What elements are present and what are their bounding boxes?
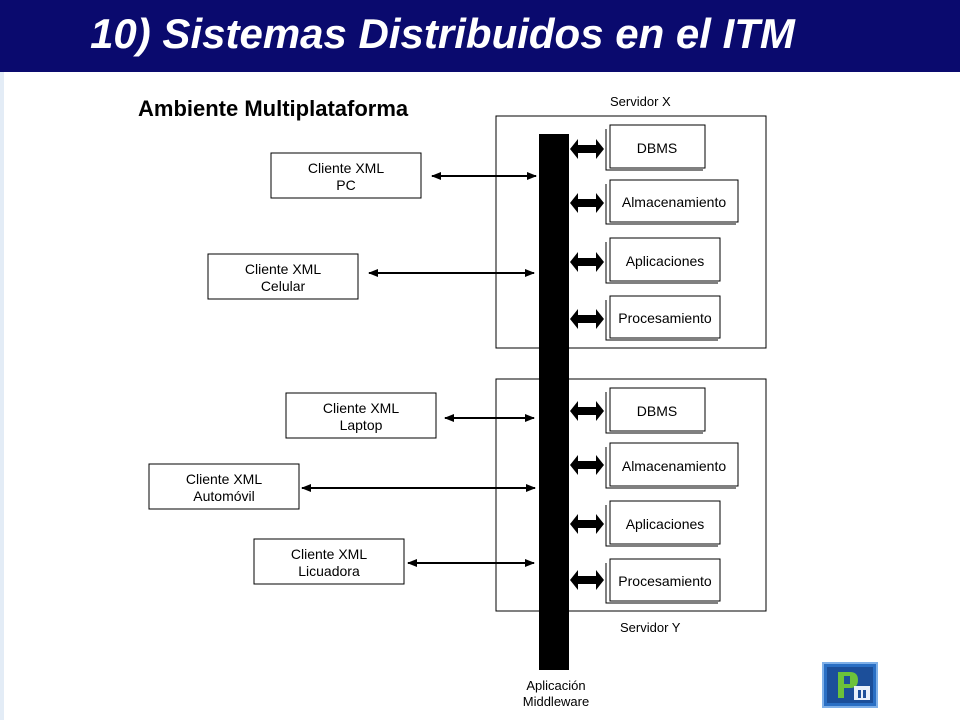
service-label: Aplicaciones <box>626 253 705 269</box>
middleware-bar <box>539 134 569 670</box>
server-x-service-almacenamiento: Almacenamiento <box>605 179 739 225</box>
server-y-label: Servidor Y <box>620 620 681 635</box>
service-label: Almacenamiento <box>622 194 726 210</box>
client-pc: Cliente XML PC <box>270 152 422 199</box>
server-y-service-aplicaciones: Aplicaciones <box>605 500 721 547</box>
client-label-line2: Celular <box>261 278 306 294</box>
server-x-service-dbms: DBMS <box>605 124 706 171</box>
page-title: 10) Sistemas Distribuidos en el ITM <box>90 10 795 57</box>
logo-mark-icon <box>824 664 876 706</box>
client-licuadora: Cliente XML Licuadora <box>253 538 405 585</box>
diagram-heading: Ambiente Multiplataforma <box>138 96 409 121</box>
middleware-label-line2: Middleware <box>523 694 589 709</box>
service-label: Procesamiento <box>618 573 712 589</box>
client-connectors <box>301 172 537 567</box>
client-label-line1: Cliente XML <box>308 160 384 176</box>
server-y-service-procesamiento: Procesamiento <box>605 558 721 604</box>
client-label-line2: Laptop <box>340 417 383 433</box>
slide-edge <box>0 72 4 720</box>
client-laptop: Cliente XML Laptop <box>285 392 437 439</box>
institution-logo <box>822 662 878 708</box>
service-connectors <box>570 139 604 590</box>
client-automovil: Cliente XML Automóvil <box>148 463 300 510</box>
server-x-service-procesamiento: Procesamiento <box>605 295 721 341</box>
client-label-line2: Automóvil <box>193 488 254 504</box>
client-label-line1: Cliente XML <box>245 261 321 277</box>
service-label: Almacenamiento <box>622 458 726 474</box>
server-x-label: Servidor X <box>610 94 671 109</box>
server-y-service-dbms: DBMS <box>605 387 706 434</box>
server-x-frame <box>495 115 767 349</box>
service-label: Aplicaciones <box>626 516 705 532</box>
client-label-line1: Cliente XML <box>291 546 367 562</box>
server-y-frame <box>495 378 767 612</box>
middleware-label-line1: Aplicación <box>526 678 585 693</box>
client-celular: Cliente XML Celular <box>207 253 359 300</box>
server-x-service-aplicaciones: Aplicaciones <box>605 237 721 284</box>
client-label-line2: Licuadora <box>298 563 360 579</box>
service-label: DBMS <box>637 403 677 419</box>
service-label: DBMS <box>637 140 677 156</box>
client-label-line1: Cliente XML <box>323 400 399 416</box>
server-y-service-almacenamiento: Almacenamiento <box>605 442 739 489</box>
service-label: Procesamiento <box>618 310 712 326</box>
client-label-line2: PC <box>336 177 355 193</box>
client-label-line1: Cliente XML <box>186 471 262 487</box>
title-bar <box>0 0 960 72</box>
